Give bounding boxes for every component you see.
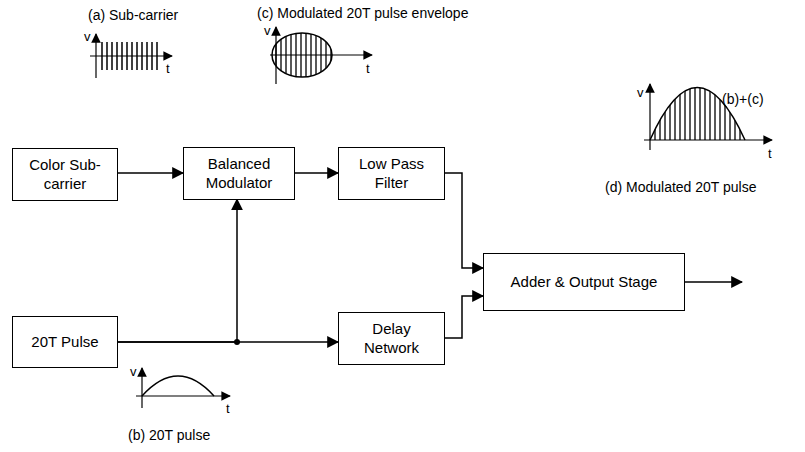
carrier-stroke <box>295 30 296 80</box>
carrier-stroke <box>136 42 138 70</box>
signal-arrow <box>445 296 483 338</box>
carrier-stroke <box>141 42 143 70</box>
axis-label: t <box>366 62 370 75</box>
subcarrier-wave <box>102 42 157 70</box>
carrier-stroke <box>704 80 705 140</box>
carrier-stroke <box>111 42 113 70</box>
adder-box: Adder & Output Stage <box>483 253 685 311</box>
carrier-stroke <box>310 30 311 80</box>
carrier-stroke <box>724 80 725 140</box>
axis-label: t <box>226 402 230 415</box>
modulator-box: Balanced Modulator <box>183 147 295 200</box>
carrier-stroke <box>709 80 710 140</box>
carrier-stroke <box>116 42 118 70</box>
carrier-stroke <box>669 80 670 140</box>
box-label: Adder & Output Stage <box>511 272 658 292</box>
axis-v <box>275 27 276 84</box>
carrier-stroke <box>300 30 301 80</box>
carrier-stroke <box>121 42 123 70</box>
source-box: 20T Pulse <box>12 316 118 368</box>
waveform-caption: (d) Modulated 20T pulse <box>605 180 757 194</box>
waveform-caption: (b)+(c) <box>722 92 764 106</box>
source-box: Color Sub-carrier <box>12 148 118 201</box>
waveform-caption: (c) Modulated 20T pulse envelope <box>257 6 468 20</box>
carrier-stroke <box>654 80 655 140</box>
carrier-stroke <box>275 30 276 80</box>
carrier-stroke <box>126 42 128 70</box>
axis-t <box>644 139 772 140</box>
carrier-stroke <box>315 30 316 80</box>
pulse-shape <box>142 376 214 396</box>
carrier-stroke <box>156 42 158 70</box>
signal-arrow <box>118 341 338 343</box>
signal-arrow <box>118 172 183 174</box>
carrier-stroke <box>146 42 148 70</box>
box-label: Balanced Modulator <box>190 154 288 193</box>
output-arrow <box>685 281 742 283</box>
carrier-stroke <box>694 80 695 140</box>
carrier-stroke <box>739 80 740 140</box>
box-label: Delay Network <box>345 319 438 358</box>
modulated-pulse-carrier <box>655 80 740 140</box>
axis-v <box>141 368 142 408</box>
delay-box: Delay Network <box>338 312 445 365</box>
signal-arrow <box>445 173 483 268</box>
axis-t <box>136 395 230 396</box>
axis-label: v <box>637 86 644 99</box>
carrier-stroke <box>699 80 700 140</box>
carrier-stroke <box>285 30 286 80</box>
carrier-stroke <box>729 80 730 140</box>
carrier-stroke <box>101 42 103 70</box>
carrier-stroke <box>290 30 291 80</box>
carrier-stroke <box>305 30 306 80</box>
carrier-stroke <box>719 80 720 140</box>
carrier-stroke <box>659 80 660 140</box>
carrier-stroke <box>674 80 675 140</box>
signal-arrow <box>295 172 338 174</box>
waveform-caption: (b) 20T pulse <box>128 428 210 442</box>
carrier-stroke <box>734 80 735 140</box>
carrier-stroke <box>131 42 133 70</box>
carrier-stroke <box>689 80 690 140</box>
carrier-stroke <box>320 30 321 80</box>
carrier-stroke <box>106 42 108 70</box>
carrier-stroke <box>280 30 281 80</box>
envelope-carrier <box>276 30 331 80</box>
carrier-stroke <box>330 30 331 80</box>
waveform-caption: (a) Sub-carrier <box>88 8 178 22</box>
filter-box: Low Pass Filter <box>338 147 445 200</box>
carrier-stroke <box>325 30 326 80</box>
box-label: Color Sub-carrier <box>19 155 111 194</box>
carrier-stroke <box>714 80 715 140</box>
carrier-stroke <box>151 42 153 70</box>
carrier-stroke <box>664 80 665 140</box>
axis-label: v <box>264 24 271 37</box>
axis-label: v <box>84 30 91 43</box>
box-label: Low Pass Filter <box>345 154 438 193</box>
carrier-stroke <box>679 80 680 140</box>
axis-label: t <box>166 62 170 75</box>
box-label: 20T Pulse <box>31 332 98 352</box>
axis-label: t <box>768 147 772 160</box>
carrier-stroke <box>684 80 685 140</box>
axis-label: v <box>130 365 137 378</box>
signal-arrow <box>118 200 237 343</box>
